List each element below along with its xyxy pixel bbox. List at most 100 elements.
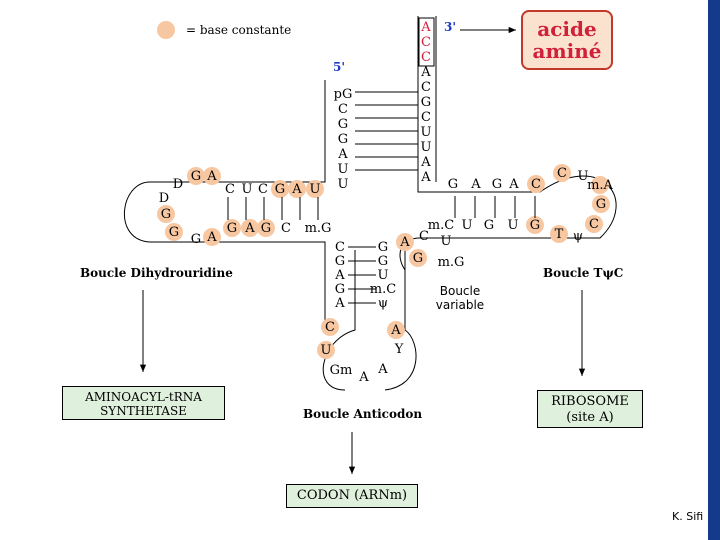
variable-loop-base: G — [413, 251, 423, 266]
synthetase-line1: AMINOACYL-tRNA — [85, 390, 202, 404]
anticodon-right-backbone — [384, 250, 417, 391]
acceptor-left-base: U — [338, 177, 349, 192]
acceptor-left-base: C — [338, 102, 348, 117]
acceptor-base: C — [421, 50, 431, 65]
constant-base-marker — [271, 180, 289, 198]
acceptor-left-base: G — [338, 132, 348, 147]
acceptor-base: A — [420, 170, 431, 185]
t-loop-label: Boucle TψC — [543, 266, 624, 280]
d-stem-top-base: G — [275, 182, 285, 197]
anticodon-loop-base: Y — [394, 342, 404, 357]
d-loop-base: D — [159, 191, 169, 206]
acceptor-base: G — [421, 95, 431, 110]
d-stem-bottom-base: m.G — [305, 221, 332, 236]
constant-base-marker — [288, 180, 306, 198]
d-loop-base: A — [206, 230, 217, 245]
acceptor-left-base: G — [338, 117, 348, 132]
constant-base-marker — [165, 223, 183, 241]
t-stem-bottom-base: U — [508, 218, 519, 233]
t-stem-bottom-base: G — [530, 218, 540, 233]
anticodon-loop-base: Gm — [330, 363, 353, 378]
t-loop-base: T — [555, 227, 564, 242]
t-stem-top-base: G — [492, 177, 502, 192]
constant-base-marker — [223, 219, 241, 237]
d-stem-top-base: U — [242, 182, 253, 197]
d-loop-base: G — [191, 232, 201, 247]
t-stem-top-base: A — [508, 177, 519, 192]
anticodon-loop-base: A — [358, 370, 369, 385]
acceptor-left-base: A — [337, 147, 348, 162]
acceptor-base: U — [421, 125, 432, 140]
d-stem-top-base: C — [258, 182, 268, 197]
amino-acid-line2: aminé — [532, 39, 602, 63]
three-prime-label: 3' — [444, 20, 457, 34]
cca-end-box — [418, 17, 435, 67]
variable-loop-base: U — [441, 234, 452, 249]
anticodon-right-base: G — [378, 240, 388, 255]
acid-arrow-head — [508, 26, 516, 34]
synthetase-box: AMINOACYL-tRNA SYNTHETASE — [62, 386, 225, 420]
constant-base-marker — [321, 318, 339, 336]
anticodon-loop-base: A — [377, 362, 388, 377]
constant-base-marker — [387, 321, 405, 339]
acceptor-left-base: U — [338, 162, 349, 177]
synthetase-arrow-head — [139, 364, 147, 372]
d-loop-label: Boucle Dihydrouridine — [80, 266, 233, 280]
arm-t-backbone — [399, 175, 617, 271]
t-loop-base: m.A — [587, 178, 613, 193]
t-stem-top-base: G — [448, 177, 458, 192]
d-loop-base: G — [191, 169, 201, 184]
acceptor-base: A — [420, 155, 431, 170]
t-stem-top-base: C — [531, 177, 541, 192]
constant-base-marker — [591, 176, 609, 194]
constant-base-marker — [306, 180, 324, 198]
ribosome-line1: RIBOSOME — [551, 394, 629, 409]
anticodon-left-base: G — [335, 254, 345, 269]
t-loop-base: U — [578, 169, 589, 184]
constant-base-marker — [526, 216, 544, 234]
d-arm-backbone — [124, 80, 326, 330]
t-loop-base: C — [589, 217, 599, 232]
amino-acid-box: acide aminé — [521, 10, 613, 70]
anticodon-left-base: C — [335, 240, 345, 255]
t-loop-base: C — [557, 166, 567, 181]
d-stem-bottom-base: G — [261, 221, 271, 236]
d-stem-top-base: A — [291, 182, 302, 197]
anticodon-right-base: G — [378, 254, 388, 269]
codon-box: CODON (ARNm) — [286, 484, 418, 508]
constant-base-marker — [157, 205, 175, 223]
d-stem-bottom-base: C — [281, 221, 291, 236]
codon-label: CODON (ARNm) — [296, 488, 408, 503]
d-loop-base: G — [169, 225, 179, 240]
anticodon-left-base: A — [334, 268, 345, 283]
t-loop-base: G — [596, 197, 606, 212]
acceptor-base: C — [421, 80, 431, 95]
anticodon-right-base: m.C — [370, 282, 396, 297]
constant-base-marker — [317, 341, 335, 359]
anticodon-left-base: A — [334, 296, 345, 311]
constant-base-marker — [550, 225, 568, 243]
variable-loop-base: m.G — [438, 255, 465, 270]
constant-base-marker — [409, 249, 427, 267]
d-loop-base: A — [206, 169, 217, 184]
legend-label: = base constante — [186, 23, 292, 37]
constant-base-marker — [203, 167, 221, 185]
d-stem-top-base: C — [225, 182, 235, 197]
t-stem-bottom-base: m.C — [428, 218, 454, 233]
acceptor-base: U — [421, 140, 432, 155]
constant-base-marker — [396, 233, 414, 251]
t-loop-base: ψ — [573, 229, 583, 244]
variable-loop-base: C — [419, 229, 429, 244]
constant-base-marker — [203, 228, 221, 246]
constant-base-marker — [527, 175, 545, 193]
five-prime-label: 5' — [333, 60, 346, 74]
acceptor-base: A — [420, 65, 431, 80]
anticodon-loop-base: U — [321, 343, 332, 358]
t-stem-bottom-base: U — [462, 218, 473, 233]
synthetase-line2: SYNTHETASE — [100, 404, 187, 418]
codon-arrow-head — [348, 466, 356, 474]
constant-base-marker — [592, 195, 610, 213]
anticodon-left-backbone — [322, 250, 356, 391]
variable-loop-label: Boucle variable — [435, 284, 485, 312]
